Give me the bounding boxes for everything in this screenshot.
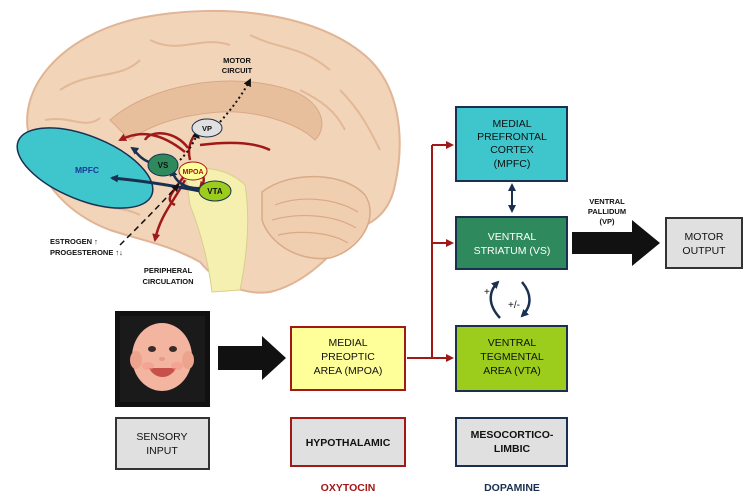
loop-plusminus: +/- — [508, 300, 520, 311]
oxytocin-label: OXYTOCIN — [321, 482, 376, 494]
vs-node — [147, 153, 179, 177]
vta-node — [198, 180, 232, 202]
motor-output-box: MOTOR OUTPUT — [665, 217, 743, 269]
vp-box-label-2: PALLIDUM — [588, 207, 626, 216]
motor-circuit-label-1: MOTOR — [223, 56, 251, 65]
brainstem — [184, 167, 249, 293]
peripheral-label-2: CIRCULATION — [142, 277, 193, 286]
estrogen-label: ESTROGEN ↑ — [50, 237, 98, 246]
vs-vta-loop — [489, 280, 531, 319]
mpoa-box: MEDIAL PREOPTIC AREA (MPOA) — [290, 326, 406, 391]
hypothalamic-box: HYPOTHALAMIC — [290, 417, 406, 467]
svg-text:INPUT: INPUT — [146, 445, 178, 457]
svg-text:LIMBIC: LIMBIC — [494, 443, 531, 455]
vp-label: VP — [202, 124, 212, 133]
svg-text:CORTEX: CORTEX — [490, 144, 534, 156]
svg-text:MEDIAL: MEDIAL — [328, 337, 367, 349]
loop-plus: + — [484, 287, 490, 298]
svg-text:SENSORY: SENSORY — [136, 431, 187, 443]
progesterone-label: PROGESTERONE ↑↓ — [50, 248, 123, 257]
vta-label: VTA — [207, 187, 223, 196]
sensory-input-box: SENSORY INPUT — [115, 417, 210, 470]
mpfc-label: MPFC — [75, 165, 99, 175]
brain-illustration: MOTOR CIRCUIT VP MPFC VS MPOA VTA ESTROG… — [16, 9, 401, 294]
vta-box: VENTRAL TEGMENTAL AREA (VTA) — [455, 325, 568, 392]
mesocorticolimbic-box: MESOCORTICO- LIMBIC — [455, 417, 568, 467]
svg-text:VENTRAL: VENTRAL — [488, 231, 537, 243]
vp-box-label-1: VENTRAL — [589, 197, 625, 206]
svg-text:STRIATUM (VS): STRIATUM (VS) — [474, 245, 551, 257]
cerebellum-folds — [271, 198, 359, 244]
mpoa-connector — [407, 141, 454, 362]
svg-text:MEDIAL: MEDIAL — [492, 118, 531, 130]
vp-box-label-3: (VP) — [600, 217, 616, 226]
vs-box: VENTRAL STRIATUM (VS) — [455, 216, 568, 270]
dopamine-label: DOPAMINE — [484, 482, 540, 494]
svg-text:PREOPTIC: PREOPTIC — [321, 351, 375, 363]
svg-text:AREA (MPOA): AREA (MPOA) — [314, 365, 383, 377]
corpus-callosum — [109, 80, 323, 141]
svg-text:(MPFC): (MPFC) — [494, 158, 531, 170]
mpfc-region — [16, 127, 154, 209]
motor-circuit-label-2: CIRCUIT — [222, 66, 253, 75]
mpfc-box: MEDIAL PREFRONTAL CORTEX (MPFC) — [455, 106, 568, 182]
vp-node — [191, 118, 223, 138]
svg-text:VENTRAL: VENTRAL — [488, 337, 537, 349]
vs-label: VS — [158, 161, 169, 170]
sensory-to-mpoa-arrow — [218, 336, 286, 380]
svg-text:PREFRONTAL: PREFRONTAL — [477, 131, 547, 143]
mpoa-label: MPOA — [183, 169, 204, 176]
svg-text:MESOCORTICO-: MESOCORTICO- — [471, 429, 554, 441]
svg-text:MOTOR: MOTOR — [685, 231, 724, 243]
peripheral-label-1: PERIPHERAL — [144, 266, 193, 275]
cerebellum — [261, 175, 371, 260]
svg-text:OUTPUT: OUTPUT — [682, 245, 726, 257]
svg-text:HYPOTHALAMIC: HYPOTHALAMIC — [306, 437, 391, 449]
infant-face-photo — [115, 311, 210, 407]
svg-text:TEGMENTAL: TEGMENTAL — [480, 351, 544, 363]
vs-to-motor-arrow — [572, 220, 660, 266]
svg-text:AREA (VTA): AREA (VTA) — [483, 365, 541, 377]
mpoa-node — [178, 161, 208, 181]
